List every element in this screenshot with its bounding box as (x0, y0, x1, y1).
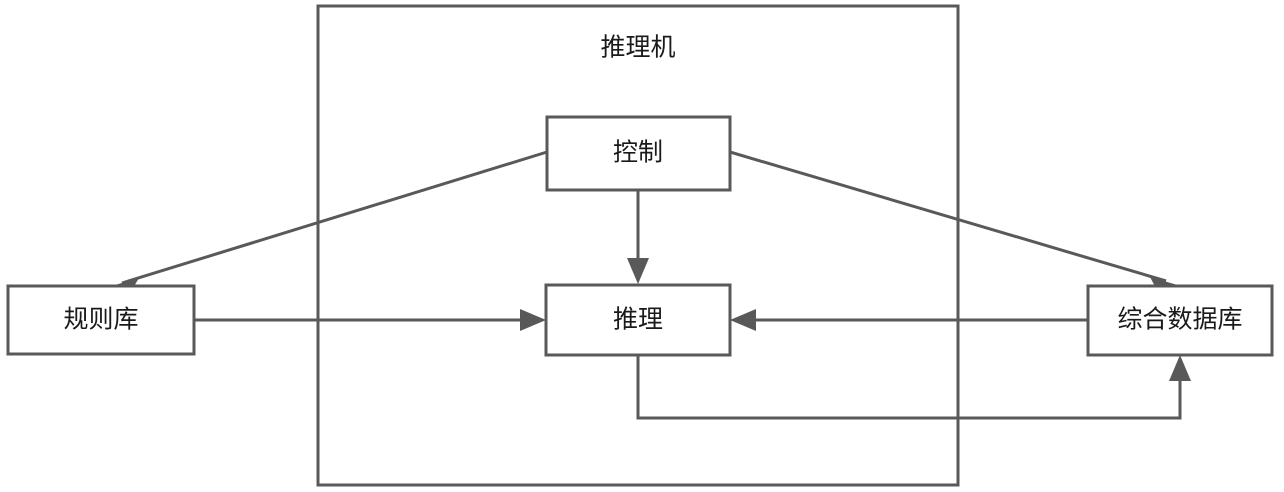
node-control[interactable]: 控制 (545, 115, 732, 192)
node-database-label: 综合数据库 (1117, 306, 1242, 334)
inference-engine-container (316, 4, 960, 487)
node-inference[interactable]: 推理 (544, 283, 732, 357)
arrowhead-inference-right (730, 309, 756, 331)
container-title-label: 推理机 (600, 34, 675, 62)
node-rule-base-label: 规则库 (63, 306, 138, 334)
edge-control-to-inference (627, 190, 649, 284)
node-database[interactable]: 综合数据库 (1086, 284, 1274, 357)
arrowhead-database-bottom (1169, 355, 1191, 381)
edge-rule-base-to-inference (194, 309, 546, 331)
node-control-label: 控制 (613, 139, 663, 167)
edge-control-to-database (729, 150, 1181, 292)
edge-control-to-rule-base (108, 150, 548, 293)
node-rule-base[interactable]: 规则库 (6, 284, 196, 356)
arrowhead-inference-top (627, 258, 649, 284)
edge-database-to-inference (730, 309, 1088, 331)
arrowhead-inference-left (520, 309, 546, 331)
node-inference-label: 推理 (613, 306, 663, 334)
edge-inference-to-database-feedback (636, 355, 1191, 420)
